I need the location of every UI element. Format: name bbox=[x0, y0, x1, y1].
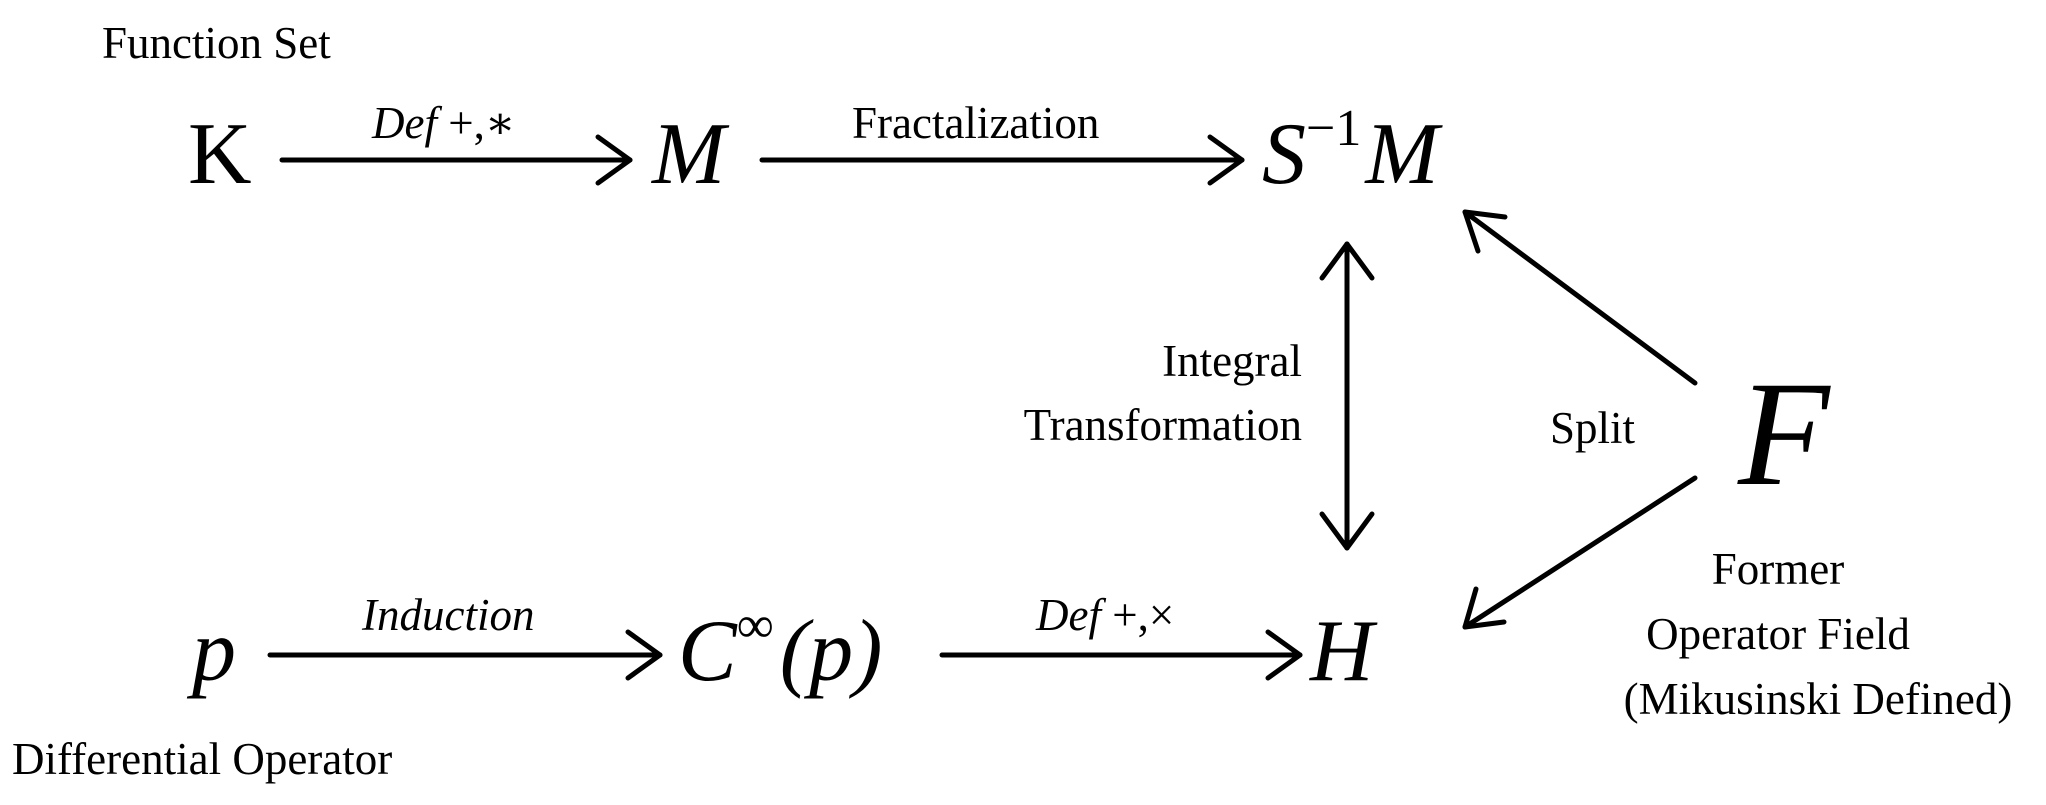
arrow-p-to-c-infinity bbox=[267, 629, 663, 681]
node-h: H bbox=[1309, 603, 1378, 700]
arrow-c-infinity-to-h bbox=[939, 629, 1303, 681]
node-f: F bbox=[1737, 351, 1831, 517]
split-label: Split bbox=[1550, 403, 1636, 453]
node-s-inverse-m: S−1M bbox=[1262, 100, 1443, 203]
node-p: p bbox=[186, 603, 236, 700]
arrow-integral-transformation bbox=[1319, 241, 1375, 551]
node-c-arg: (p) bbox=[780, 603, 883, 700]
node-c-infinity-p: C∞(p) bbox=[678, 597, 882, 700]
def-top-text: Def bbox=[371, 98, 442, 148]
arrow-f-to-s-inverse-m bbox=[1462, 209, 1698, 386]
def-bottom-ops: +,× bbox=[1101, 590, 1174, 640]
node-c-base: C bbox=[678, 603, 738, 700]
arrow-m-to-s-inverse-m bbox=[759, 134, 1245, 186]
arrow-f-to-h bbox=[1462, 475, 1698, 630]
node-s-sup: −1 bbox=[1306, 100, 1361, 157]
operator-field-label: Operator Field bbox=[1646, 609, 1910, 659]
def-top-ops: +,∗ bbox=[437, 98, 515, 148]
former-label: Former bbox=[1712, 544, 1844, 594]
induction-label: Induction bbox=[361, 590, 534, 640]
arrow-k-to-m bbox=[279, 134, 633, 186]
node-m: M bbox=[650, 106, 730, 203]
def-bottom-text: Def bbox=[1035, 590, 1106, 640]
node-s-tail: M bbox=[1363, 106, 1443, 203]
node-s-base: S bbox=[1262, 106, 1306, 203]
integral-label: Integral bbox=[1162, 336, 1302, 386]
function-set-label: Function Set bbox=[102, 18, 331, 68]
def-bottom-label: Def +,× bbox=[1035, 590, 1174, 640]
def-top-label: Def +,∗ bbox=[371, 98, 515, 148]
transformation-label: Transformation bbox=[1024, 400, 1302, 450]
differential-operator-label: Differential Operator bbox=[12, 734, 392, 784]
node-c-sup: ∞ bbox=[737, 597, 774, 654]
node-k: K bbox=[188, 106, 252, 203]
fractalization-label: Fractalization bbox=[852, 98, 1099, 148]
mikusinski-defined-label: (Mikusinski Defined) bbox=[1624, 674, 2013, 724]
